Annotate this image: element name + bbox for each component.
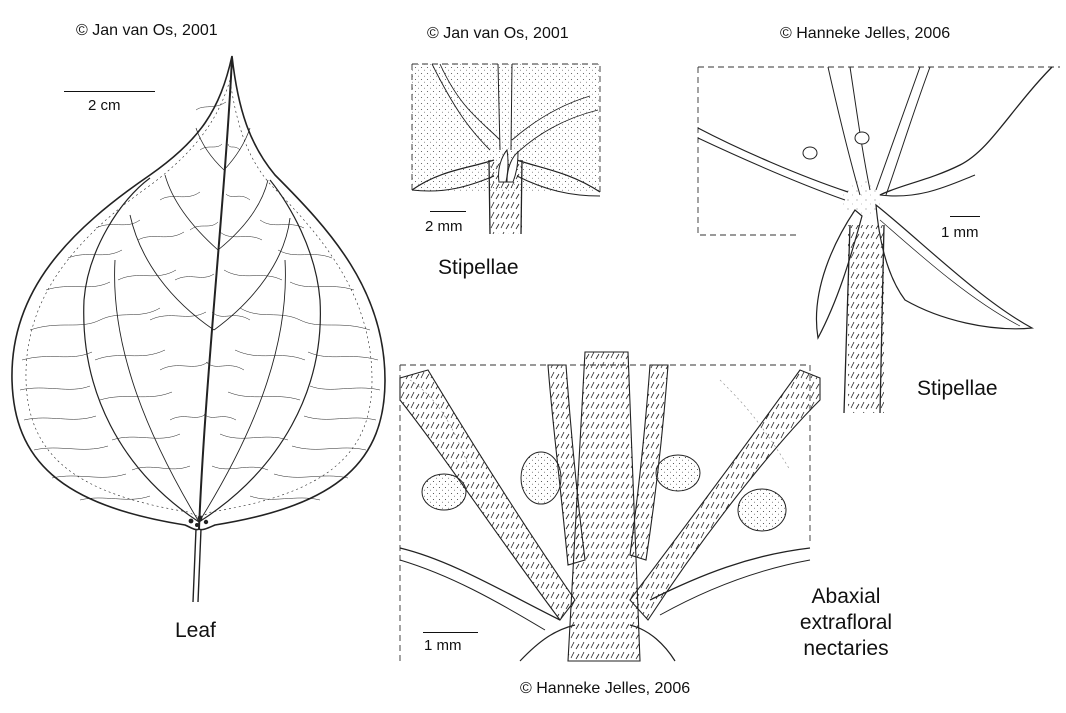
label-nectaries-line1: Abaxial [811,585,881,608]
leaf-petiole [192,528,202,603]
credit-leaf: © Jan van Os, 2001 [76,22,218,39]
stipel [506,150,519,183]
leaf-midrib [198,57,233,530]
leaf-outline [11,55,386,531]
label-leaf: Leaf [175,619,216,642]
scale-bar-leaf [64,91,155,92]
label-nectaries: Abaxial extrafloral nectaries [790,584,902,662]
scale-label-nectaries: 1 mm [424,637,462,654]
scale-label-stipellae-right: 1 mm [941,224,979,241]
scale-label-leaf: 2 cm [88,97,121,114]
scale-label-stipellae-top: 2 mm [425,218,463,235]
nectary-glands [421,451,787,532]
scale-bar-nectaries [423,632,478,633]
credit-nectaries: © Hanneke Jelles, 2006 [520,680,691,697]
leaf-basal-glands [188,515,209,527]
scale-bar-stipellae-top [430,211,466,212]
label-nectaries-line3: nectaries [803,637,889,660]
credit-stipellae-top: © Jan van Os, 2001 [427,25,569,42]
stipellae-detail-top [411,63,601,235]
credit-stipellae-right: © Hanneke Jelles, 2006 [780,25,951,42]
nectaries-detail [399,351,821,662]
label-nectaries-line2: extrafloral [799,611,893,634]
scale-bar-stipellae-right [950,216,980,217]
label-stipellae-right: Stipellae [917,377,998,400]
label-stipellae-top: Stipellae [438,256,519,279]
stipel [875,203,1035,330]
stipellae-detail-right [697,66,1060,414]
leaf-drawing [11,55,386,603]
